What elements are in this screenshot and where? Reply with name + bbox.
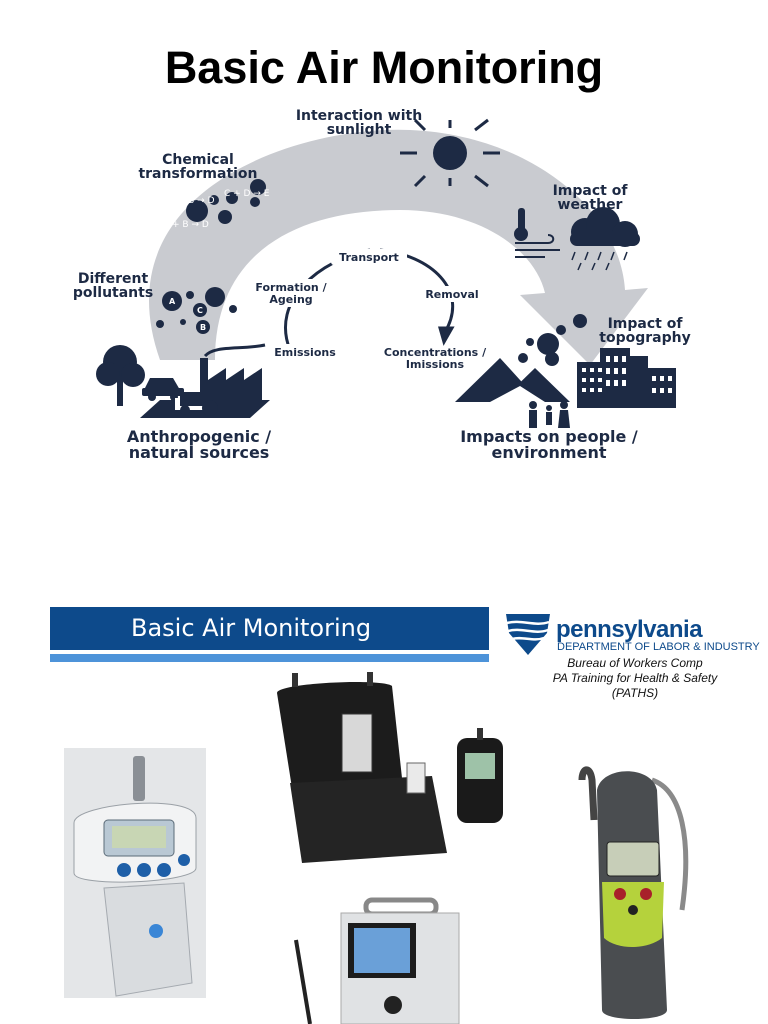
buildings-icon: [577, 348, 676, 408]
label-pollutants-1: Different: [78, 271, 149, 287]
mountains-icon: [455, 358, 570, 402]
outer-cycle-arrow: [149, 129, 648, 365]
label-topography-2: topography: [599, 330, 690, 346]
molecule-cluster-left: [156, 287, 237, 334]
molecule-label-c: C: [197, 306, 203, 315]
combustible-gas-detector-image: [572, 760, 697, 1024]
label-sources-2: natural sources: [129, 443, 270, 462]
keystone-logo-icon: [506, 614, 550, 655]
transport-box: [331, 249, 407, 265]
label-weather-1: Impact of: [553, 183, 629, 199]
rain-cloud-icon: [570, 207, 640, 271]
formula-1: 2A + B → D: [163, 196, 215, 206]
removal-box: [417, 286, 487, 302]
concentrations-label-1: Concentrations /: [384, 346, 487, 359]
emissions-label: Emissions: [274, 346, 336, 359]
label-sources-1: Anthropogenic /: [127, 427, 271, 446]
tree-icon: [96, 345, 145, 406]
molecule-cluster-top: [186, 179, 266, 224]
banner-stripe: [50, 654, 489, 662]
subtitle-line-2: PA Training for Health & Safety: [552, 671, 718, 685]
molecule-label-a: A: [169, 297, 176, 306]
label-impacts-2: environment: [492, 443, 607, 462]
air-sampling-case-kit-image: [272, 668, 512, 866]
thermometer-icon: [514, 208, 528, 241]
label-sunlight-2: sunlight: [327, 122, 392, 138]
wind-icon: [515, 234, 560, 258]
label-sunlight-1: Interaction with: [296, 108, 422, 124]
pa-logo-name: pennsylvania: [556, 616, 703, 643]
people-icon: [529, 401, 570, 428]
label-chemical-2: transformation: [138, 166, 257, 182]
banner-title: Basic Air Monitoring: [131, 614, 372, 642]
formation-label-1: Formation /: [255, 281, 327, 294]
label-chemical-1: Chemical: [162, 152, 234, 168]
sun-icon: [400, 118, 500, 188]
benchtop-particle-counter-image: [286, 895, 464, 1024]
formation-box: [245, 279, 337, 307]
label-weather-2: weather: [558, 197, 623, 213]
paths-subtitle: Bureau of Workers Comp PA Training for H…: [520, 656, 750, 701]
label-topography-1: Impact of: [608, 316, 684, 332]
removal-label: Removal: [425, 288, 478, 301]
formation-label-2: Ageing: [269, 293, 312, 306]
label-impacts-1: Impacts on people /: [460, 427, 638, 446]
subtitle-line-3: (PATHS): [611, 686, 659, 700]
formula-2: C + D → E: [224, 189, 270, 199]
molecule-cluster-right: [518, 314, 587, 366]
slide2-title-banner: Basic Air Monitoring: [50, 607, 489, 650]
slide-title: Basic Air Monitoring: [164, 42, 604, 93]
emissions-box: [263, 344, 347, 360]
factory-icon: [200, 343, 266, 400]
molecule-label-b: B: [200, 323, 206, 332]
label-pollutants-2: pollutants: [73, 285, 153, 301]
handheld-particle-counter-image: [64, 748, 206, 998]
subtitle-line-1: Bureau of Workers Comp: [567, 656, 703, 670]
formula-3: A + B → D: [163, 220, 209, 230]
concentrations-label-2: Imissions: [406, 358, 465, 371]
air-pollution-cycle-diagram: 2A + B → D C + D → E A + B → D A C B Tra…: [73, 108, 691, 462]
field-tractor-icon: [140, 392, 270, 418]
pa-logo-dept: DEPARTMENT OF LABOR & INDUSTRY: [557, 641, 760, 653]
car-icon: [142, 378, 184, 401]
transport-label: Transport: [339, 251, 399, 264]
